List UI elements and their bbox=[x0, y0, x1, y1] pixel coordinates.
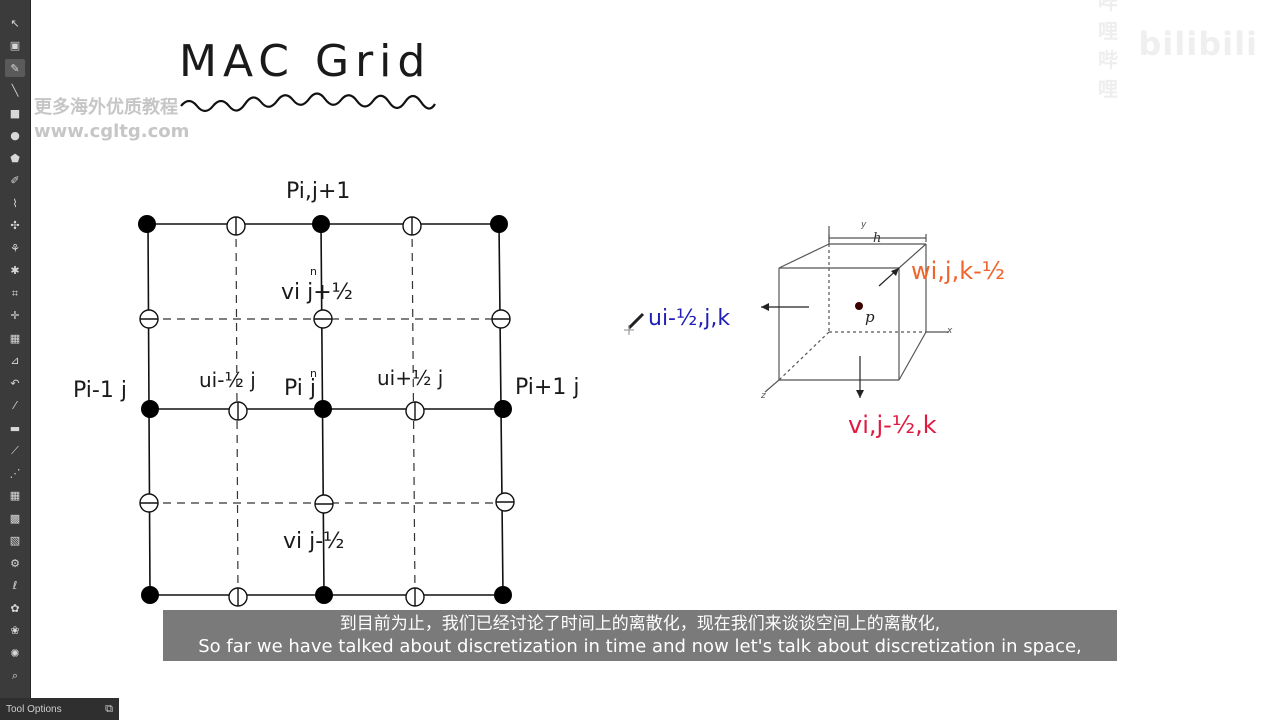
velocity-node bbox=[405, 401, 425, 421]
bilibili-logo: 哔哩哔哩 bilibili bbox=[1098, 0, 1258, 101]
transform-icon[interactable]: ▦ bbox=[9, 331, 21, 345]
label-p-center-sup: n bbox=[310, 367, 317, 380]
velocity-node bbox=[139, 493, 159, 513]
velocity-node bbox=[402, 216, 422, 236]
whiteboard-drawing: MAC Grid bbox=[73, 36, 1005, 607]
toolbar: ↖ ▣ ✎ ╲ ■ ● ⬟ ✐ ⌇ ✣ ⚘ ✱ ⌗ ✛ ▦ ⊿ ↶ ⁄ ▬ ⟋ ⋰ ▦ ▩ ▧ ⚙ ℓ ✿ ❀ ✺ ⌕ bbox=[0, 0, 31, 698]
fill-icon[interactable]: ▩ bbox=[9, 511, 21, 525]
crop-icon[interactable]: ⌗ bbox=[11, 286, 19, 300]
label-w-face: wi,j,k-½ bbox=[911, 257, 1005, 285]
rectangle-icon[interactable]: ■ bbox=[9, 106, 21, 120]
pressure-node bbox=[490, 215, 508, 233]
label-u-right: ui+½ j bbox=[377, 366, 443, 390]
axis-x-label: x bbox=[946, 326, 953, 336]
pressure-node bbox=[141, 400, 159, 418]
undo-icon[interactable]: ↶ bbox=[10, 376, 20, 390]
straight-line-icon[interactable]: ⟋ bbox=[11, 444, 19, 457]
cube-h-label: h bbox=[873, 231, 881, 246]
contiguous-select-icon[interactable]: ⚙ bbox=[10, 556, 20, 570]
arrow-cursor-icon[interactable]: ↖ bbox=[10, 16, 20, 30]
cube-diagram bbox=[761, 226, 949, 398]
brush-icon[interactable]: ✎ bbox=[5, 59, 25, 77]
multibrush-icon[interactable]: ✣ bbox=[10, 219, 20, 232]
logo-small-text: 哔哩哔哩 bbox=[1098, 0, 1118, 101]
label-p-top: Pi,j+1 bbox=[286, 179, 350, 204]
title-text: MAC Grid bbox=[179, 36, 431, 87]
star-icon[interactable]: ✱ bbox=[10, 264, 20, 277]
pattern-icon[interactable]: ▧ bbox=[9, 534, 21, 547]
velocity-node bbox=[405, 587, 425, 607]
magnetic-select-icon[interactable]: ✺ bbox=[10, 646, 20, 660]
ellipse-icon[interactable]: ● bbox=[10, 129, 20, 142]
velocity-node bbox=[226, 216, 246, 236]
velocity-nodes bbox=[139, 216, 515, 607]
label-u-face: ui-½,j,k bbox=[648, 306, 730, 331]
watermark-line-1: 更多海外优质教程 bbox=[34, 97, 178, 118]
pressure-node bbox=[315, 586, 333, 604]
label-p-center: Pi j bbox=[284, 376, 316, 401]
pressure-nodes bbox=[138, 215, 512, 604]
tool-options-label: Tool Options bbox=[6, 703, 62, 715]
velocity-node bbox=[314, 494, 334, 514]
subtitle-english: So far we have talked about discretizati… bbox=[198, 636, 1082, 657]
polygon-icon[interactable]: ⬟ bbox=[10, 151, 20, 165]
label-p-left: Pi-1 j bbox=[73, 378, 127, 403]
velocity-node bbox=[139, 309, 159, 329]
grid-icon[interactable]: ▦ bbox=[9, 489, 21, 502]
select-tool-icon[interactable]: ▣ bbox=[9, 39, 21, 52]
watermark-line-2: www.cgltg.com bbox=[34, 121, 190, 142]
path-icon[interactable]: ✐ bbox=[10, 174, 20, 187]
move-icon[interactable]: ✛ bbox=[10, 309, 20, 322]
label-p-right: Pi+1 j bbox=[515, 375, 579, 400]
eyedropper-icon[interactable]: ⁄ bbox=[14, 399, 16, 412]
velocity-node bbox=[495, 492, 515, 512]
label-v-top: vi j+½ bbox=[281, 280, 353, 305]
pressure-node bbox=[138, 215, 156, 233]
velocity-node bbox=[228, 587, 248, 607]
similar-select-icon[interactable]: ✿ bbox=[10, 601, 20, 615]
measure-icon[interactable]: ⊿ bbox=[10, 354, 20, 367]
gradient-icon[interactable]: ▬ bbox=[9, 421, 21, 435]
pressure-node bbox=[141, 586, 159, 604]
pressure-node bbox=[312, 215, 330, 233]
line-icon[interactable]: ╲ bbox=[11, 84, 19, 97]
panel-float-icon[interactable]: ⧉ bbox=[105, 702, 113, 715]
zoom-icon[interactable]: ⌕ bbox=[11, 669, 19, 682]
pressure-node bbox=[494, 586, 512, 604]
velocity-node bbox=[491, 309, 511, 329]
cube-p-label: p bbox=[865, 308, 875, 326]
axis-y-label: y bbox=[860, 220, 867, 230]
assistant-icon[interactable]: ⋰ bbox=[9, 466, 21, 480]
logo-big-text: bilibili bbox=[1138, 25, 1258, 63]
subtitle-chinese: 到目前为止，我们已经讨论了时间上的离散化，现在我们来谈谈空间上的离散化, bbox=[339, 614, 941, 634]
pressure-node bbox=[494, 400, 512, 418]
velocity-node bbox=[228, 401, 248, 421]
axis-z-label: z bbox=[760, 391, 766, 401]
canvas[interactable]: MAC Grid bbox=[31, 0, 1280, 720]
bezier-select-icon[interactable]: ❀ bbox=[10, 624, 20, 637]
tool-options-panel[interactable]: Tool Options ⧉ bbox=[0, 698, 119, 720]
cube-center-point bbox=[855, 302, 863, 310]
label-v-top-sup: n bbox=[310, 265, 317, 278]
watermark: 更多海外优质教程 www.cgltg.com bbox=[34, 96, 189, 144]
smart-patch-icon[interactable]: ⚘ bbox=[10, 241, 20, 255]
velocity-node bbox=[313, 309, 333, 329]
title-underline bbox=[180, 92, 436, 113]
freehand-icon[interactable]: ⌇ bbox=[12, 196, 18, 210]
pressure-node bbox=[314, 400, 332, 418]
lasso-icon[interactable]: ℓ bbox=[12, 579, 18, 592]
label-u-left: ui-½ j bbox=[199, 368, 256, 392]
pen-cursor-icon bbox=[624, 312, 645, 335]
subtitle-bar: 到目前为止，我们已经讨论了时间上的离散化，现在我们来谈谈空间上的离散化, So … bbox=[163, 610, 1117, 661]
label-v-face: vi,j-½,k bbox=[848, 411, 937, 439]
label-v-bottom: vi j-½ bbox=[283, 529, 345, 554]
